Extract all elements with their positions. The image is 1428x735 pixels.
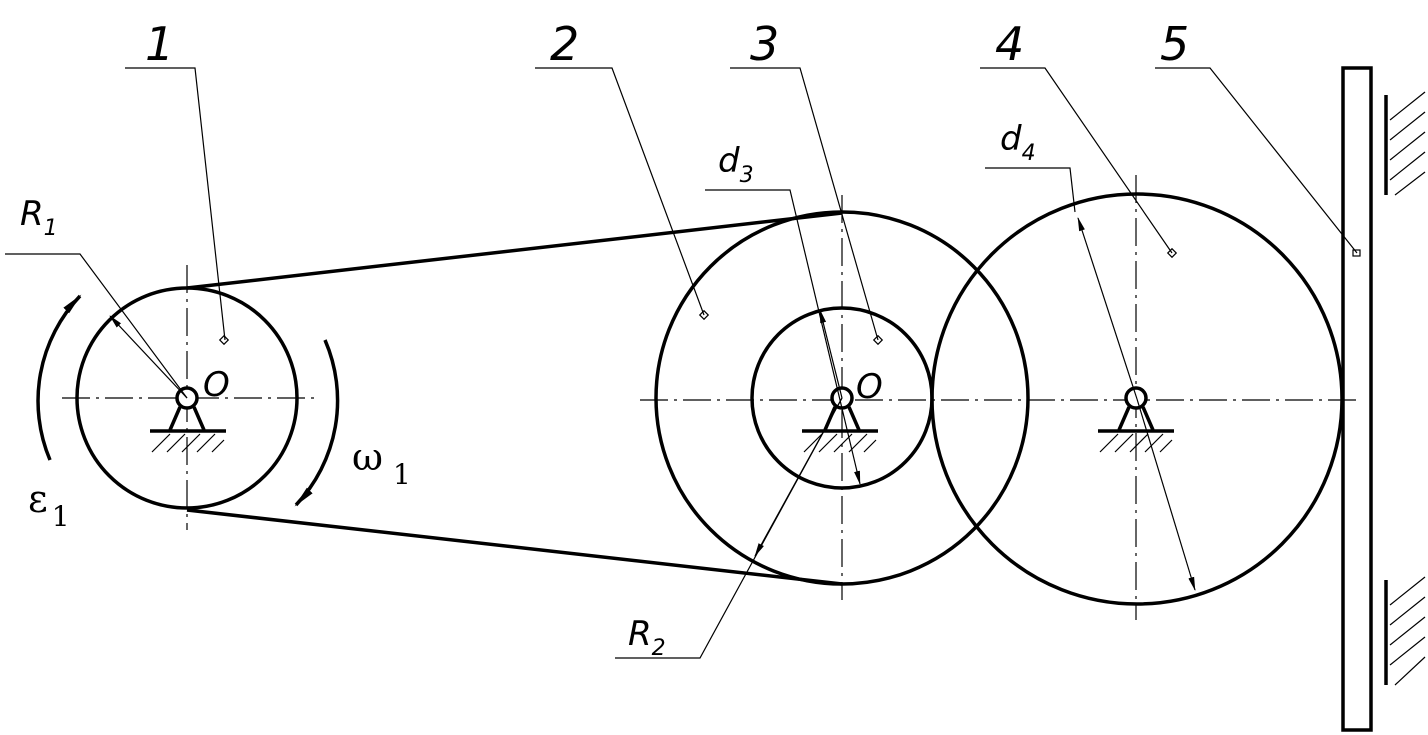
omega-arc-arrow	[294, 339, 340, 507]
dimension-leaders	[5, 167, 1196, 659]
rack-5	[1341, 66, 1373, 732]
rack-guides	[1384, 91, 1426, 686]
part-label-5: 5	[1160, 17, 1189, 71]
radius-r2-label: R2	[628, 614, 666, 661]
part-label-1: 1	[145, 17, 174, 71]
radius-r1-label: R1	[20, 194, 58, 241]
center-o2-label: O	[856, 367, 883, 407]
part-label-3: 3	[750, 17, 779, 71]
part-leaders	[125, 67, 1361, 346]
part-label-2: 2	[550, 17, 579, 71]
center-lines	[62, 175, 1360, 620]
diameter-d3-label: d3	[718, 141, 754, 188]
center-o1-label: O	[203, 365, 230, 405]
diameter-d4-label: d4	[1000, 119, 1036, 166]
support-4	[1098, 386, 1174, 453]
part-label-4: 4	[995, 17, 1024, 71]
epsilon-arc-arrow	[36, 294, 82, 461]
belt	[186, 211, 843, 586]
